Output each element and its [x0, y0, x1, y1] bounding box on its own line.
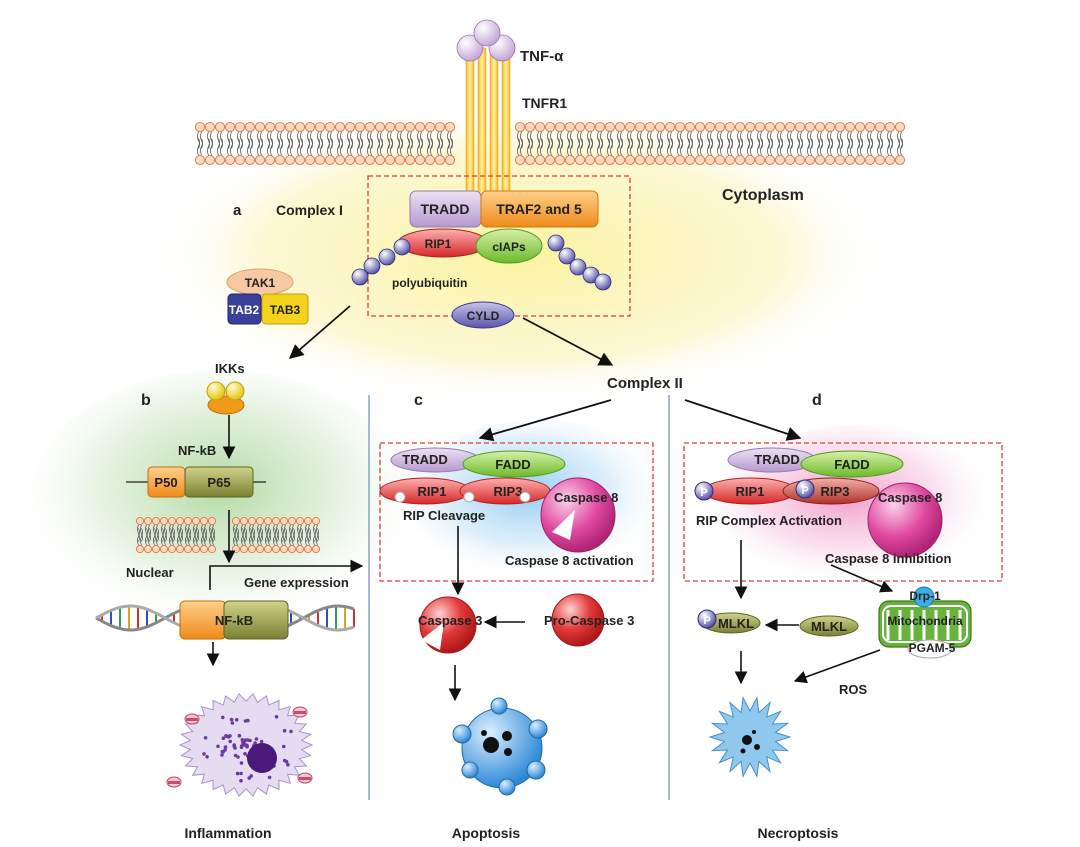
cytoplasm-label: Cytoplasm	[722, 187, 804, 204]
caspase3-label: Caspase 3	[418, 613, 482, 628]
outcome-necroptosis: Necroptosis	[758, 825, 839, 841]
p65-label: P65	[207, 475, 230, 490]
outcome-inflammation: Inflammation	[184, 825, 271, 841]
rip-cleavage-label: RIP Cleavage	[403, 508, 485, 523]
tak1-label: TAK1	[245, 276, 276, 290]
c-tradd-label: TRADD	[402, 452, 448, 467]
d-fadd-label: FADD	[834, 457, 869, 472]
panel-letter-d: d	[812, 392, 822, 409]
arrow-gene-expression	[209, 559, 364, 590]
d-fadd-protein	[800, 450, 904, 478]
polyubiquitin-chain-left	[351, 238, 411, 286]
d-caspase8	[867, 482, 943, 558]
d-caspase8-label: Caspase 8	[878, 490, 942, 505]
caspase8-activation-label: Caspase 8 activation	[505, 553, 634, 568]
plasma-membrane	[194, 121, 906, 166]
mlkl-phospho-icon	[697, 609, 717, 629]
c-rip1-label: RIP1	[418, 484, 447, 499]
tnf-alpha-ligand	[456, 19, 516, 62]
tnf-alpha-label: TNF-α	[520, 48, 564, 65]
tab3-label: TAB3	[270, 303, 301, 317]
necroptotic-cell	[708, 695, 792, 779]
ros-label: ROS	[839, 682, 868, 697]
cyld-label: CYLD	[467, 309, 500, 323]
traf-label: TRAF2 and 5	[496, 201, 582, 217]
mlkl-phospho-label: P	[703, 615, 710, 627]
panel-letter-b: b	[141, 392, 151, 409]
nfkb-label: NF-kB	[178, 443, 216, 458]
polyubiquitin-chain-right	[547, 234, 612, 291]
tab3-protein	[261, 293, 309, 325]
p65-protein	[184, 466, 254, 498]
gene-expression-label: Gene expression	[244, 575, 349, 590]
c-fadd-label: FADD	[495, 457, 530, 472]
arrow-to-ikks	[288, 305, 351, 359]
p50-label: P50	[154, 475, 177, 490]
ciaps-protein	[475, 228, 543, 264]
tradd-label: TRADD	[421, 201, 470, 217]
c-caspase8-label: Caspase 8	[554, 490, 618, 505]
d-tradd-label: TRADD	[754, 452, 800, 467]
c-fadd-protein	[462, 450, 566, 478]
nuclear-label: Nuclear	[126, 565, 174, 580]
arrow-ros	[793, 649, 881, 684]
rip-cleavage-marks	[394, 491, 531, 503]
d-rip3-label: RIP3	[821, 484, 850, 499]
c-rip3-label: RIP3	[494, 484, 523, 499]
outcome-apoptosis: Apoptosis	[452, 825, 521, 841]
apoptosis-complex-box	[379, 442, 654, 582]
caspase8-inhibition-label: Caspase 8 inhibition	[825, 551, 951, 566]
ikk-complex	[206, 381, 245, 415]
necroptosis-complex-box	[683, 442, 1003, 582]
mlkl-label: MLKL	[811, 619, 847, 634]
arrow-to-complex-2	[522, 317, 614, 366]
complex-2-title: Complex II	[607, 375, 683, 392]
tab2-label: TAB2	[229, 303, 260, 317]
arrow-to-apoptosis-complex	[478, 399, 612, 442]
caspase8-cleavage-wedge	[552, 510, 575, 540]
inflammatory-cell	[166, 692, 314, 798]
panel-b-glow	[30, 370, 410, 630]
d-rip1-label: RIP1	[736, 484, 765, 499]
caspase3-cleavage-wedge	[421, 622, 444, 650]
arrow-to-necroptosis-complex	[684, 399, 802, 441]
apoptotic-cell	[452, 697, 548, 796]
traf-protein	[480, 190, 599, 228]
pgam5-label: PGAM-5	[909, 641, 956, 655]
ikks-label: IKKs	[215, 361, 245, 376]
panel-letter-c: c	[414, 392, 423, 409]
rip1-phospho-icon	[694, 481, 714, 501]
rip3-phospho-label: P	[801, 485, 808, 497]
mitochondria-label: Mitochondria	[887, 614, 963, 628]
cyld-protein	[451, 301, 515, 329]
ciaps-label: cIAPs	[492, 240, 526, 254]
tnfr1-label: TNFR1	[522, 95, 567, 111]
tab2-protein	[227, 293, 262, 325]
rip-activation-label: RIP Complex Activation	[696, 513, 842, 528]
drp1-icon	[913, 586, 935, 608]
rip1-phospho-label: P	[700, 487, 707, 499]
drp1-label: Drp-1	[909, 589, 941, 603]
pmlkl-label: MLKL	[718, 616, 754, 631]
nfkb-dna-p65	[223, 600, 289, 640]
nfkb-dna-label: NF-kB	[215, 613, 253, 628]
arrow-to-mitochondria	[830, 564, 894, 593]
polyubiquitin-label: polyubiquitin	[392, 276, 467, 290]
pgam5-icon	[907, 639, 953, 659]
panel-letter-a: a	[233, 202, 242, 219]
complex-1-title: Complex I	[276, 202, 343, 218]
pro-caspase3-protein	[551, 593, 605, 647]
rip1-label: RIP1	[425, 237, 452, 251]
mlkl-protein	[799, 615, 859, 637]
nuclear-membrane	[135, 516, 321, 554]
rip3-phospho-icon	[795, 479, 815, 499]
pro-caspase3-label: Pro-Caspase 3	[544, 613, 634, 628]
